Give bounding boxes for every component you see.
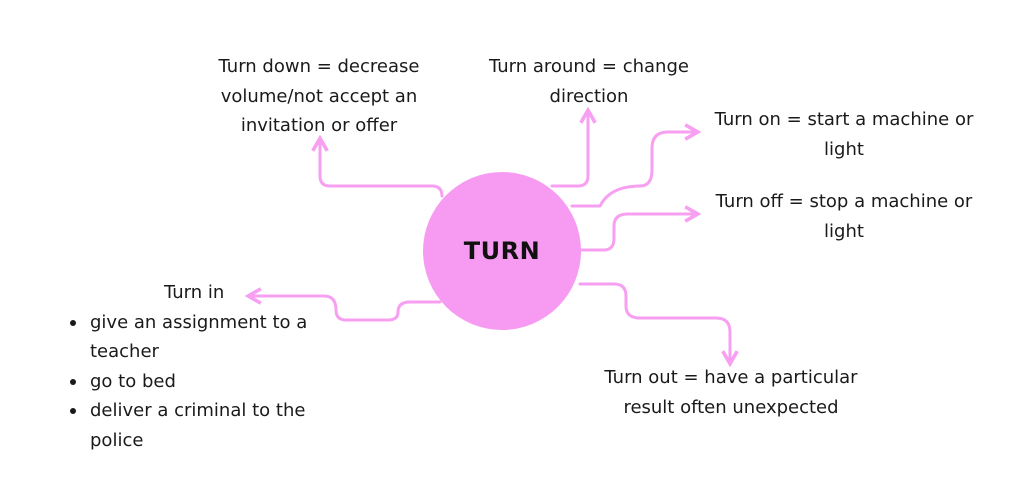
node-turn-in-title: Turn in [164,282,225,303]
node-turn-on: Turn on = start a machine or light [694,105,994,164]
node-text-line: Turn off = stop a machine or [715,191,973,212]
node-turn-down: Turn down = decrease volume/not accept a… [190,52,448,141]
node-turn-around: Turn around = change direction [470,52,708,111]
node-text-line: direction [549,85,629,107]
connector-turn-down [311,134,444,198]
connector-turn-off [578,205,702,252]
central-topic: TURN [423,172,581,330]
node-text-line: light [824,138,864,160]
central-topic-title: TURN [463,237,541,265]
connector-turn-around [550,106,597,188]
connector-turn-out [578,282,739,368]
turn-in-bullet-list: give an assignment to a teacher go to be… [64,308,364,456]
list-item: give an assignment to a teacher [64,308,330,367]
list-item: go to bed [64,367,330,397]
node-text-line: Turn out = have a particular [604,367,858,388]
node-text-line: light [824,220,864,242]
node-text-line: result often unexpected [623,396,839,418]
list-item: deliver a criminal to the police [64,396,330,455]
node-text-line: volume/not accept an [220,85,418,107]
node-text-line: Turn down = decrease [218,56,420,77]
node-turn-out: Turn out = have a particular result ofte… [572,363,890,422]
connector-turn-in [244,287,442,322]
connector-turn-on [570,123,702,208]
node-text-line: Turn on = start a machine or [714,109,974,130]
node-text-line: Turn around = change [489,56,689,77]
node-turn-off: Turn off = stop a machine or light [694,187,994,246]
node-turn-in: Turn in give an assignment to a teacher … [64,278,364,455]
node-text-line: invitation or offer [240,115,398,136]
